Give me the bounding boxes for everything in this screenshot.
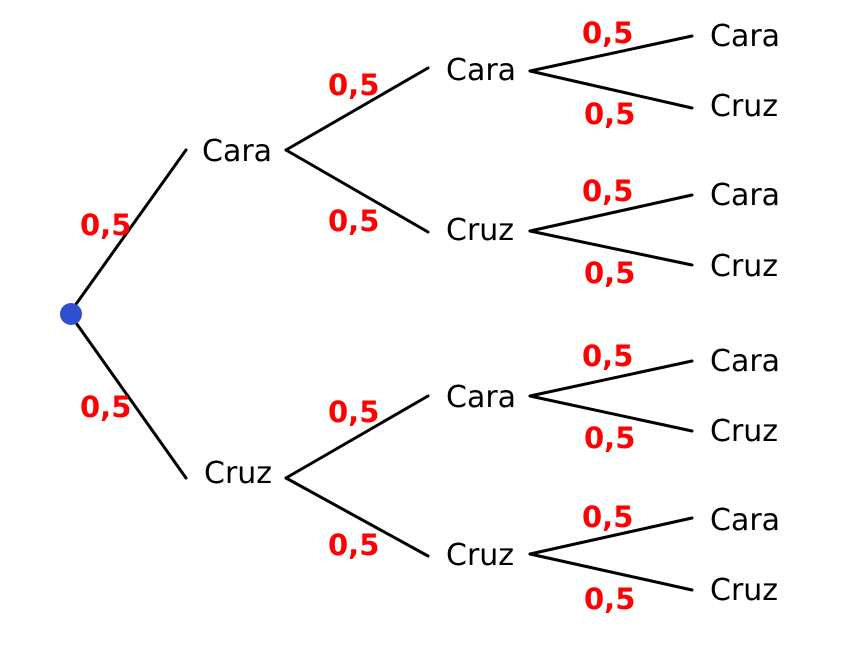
node-label-l2-1: Cara	[446, 53, 516, 88]
prob-label-l1-1: 0,5	[80, 208, 131, 242]
edge-l2d-to-cruz	[528, 552, 694, 592]
node-label-l1-2: Cruz	[204, 456, 272, 491]
node-label-l2-3: Cara	[446, 380, 516, 415]
prob-label-l2-4: 0,5	[328, 528, 379, 562]
prob-label-l3-4: 0,5	[584, 256, 635, 290]
node-label-l2-4: Cruz	[446, 538, 514, 573]
node-label-l3-7: Cara	[710, 503, 780, 538]
edge-root-to-cara	[72, 148, 188, 309]
prob-label-l1-2: 0,5	[80, 390, 131, 424]
edge-l2a-to-cara	[528, 34, 694, 73]
edge-l2c-to-cara	[528, 359, 694, 398]
edge-root-to-cruz	[72, 318, 188, 480]
edge-cruz-to-cara	[284, 394, 430, 480]
edge-cruz-to-cruz	[284, 476, 430, 558]
prob-label-l2-1: 0,5	[328, 68, 379, 102]
node-label-l3-5: Cara	[710, 344, 780, 379]
node-label-l3-1: Cara	[710, 19, 780, 54]
prob-label-l3-8: 0,5	[584, 582, 635, 616]
edge-l2b-to-cruz	[528, 229, 694, 267]
edge-l2b-to-cara	[528, 193, 694, 233]
prob-label-l3-1: 0,5	[582, 16, 633, 50]
node-label-l3-4: Cruz	[710, 249, 778, 284]
node-label-l3-2: Cruz	[710, 89, 778, 124]
edge-l2d-to-cara	[528, 516, 694, 556]
prob-label-l2-3: 0,5	[328, 395, 379, 429]
edge-l2a-to-cruz	[528, 69, 694, 110]
node-label-l1-1: Cara	[202, 134, 272, 169]
node-label-l3-6: Cruz	[710, 414, 778, 449]
prob-label-l3-5: 0,5	[582, 339, 633, 373]
node-label-l3-3: Cara	[710, 178, 780, 213]
prob-label-l2-2: 0,5	[328, 204, 379, 238]
node-label-l3-8: Cruz	[710, 573, 778, 608]
prob-label-l3-2: 0,5	[584, 97, 635, 131]
edge-cara-to-cruz	[284, 148, 430, 234]
node-label-l2-2: Cruz	[446, 213, 514, 248]
edge-cara-to-cara	[284, 66, 430, 152]
edge-l2c-to-cruz	[528, 394, 694, 433]
prob-label-l3-3: 0,5	[582, 174, 633, 208]
prob-label-l3-6: 0,5	[584, 421, 635, 455]
prob-label-l3-7: 0,5	[582, 500, 633, 534]
root-node	[60, 303, 82, 325]
